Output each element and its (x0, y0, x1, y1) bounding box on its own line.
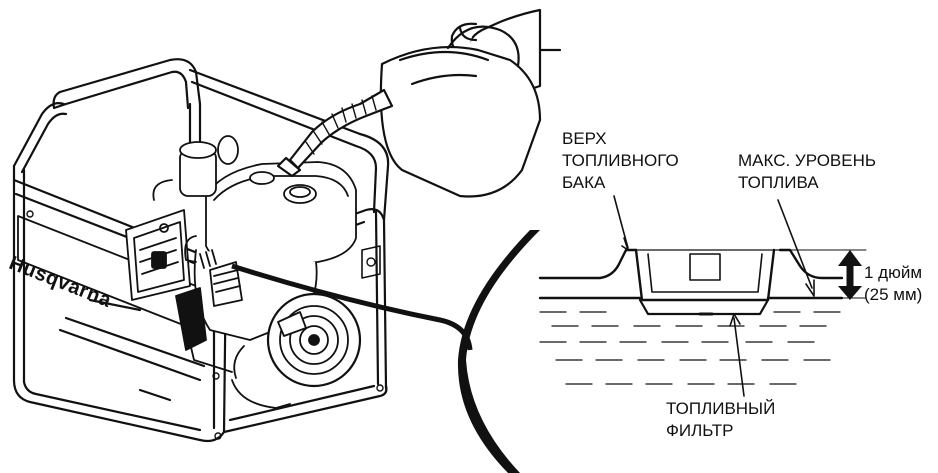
fuel-filter (638, 298, 770, 316)
label-tank-top-line-1: ВЕРХ (562, 129, 607, 148)
measure-arrow (838, 250, 862, 300)
label-measure-line-2: (25 мм) (864, 285, 923, 304)
label-measure: 1 дюйм (25 мм) (864, 262, 922, 306)
detail-lens-edge (457, 230, 540, 473)
fuel-spout (288, 88, 394, 170)
label-tank-top-line-2: ТОПЛИВНОГО (562, 151, 679, 170)
frame-bottom-rail (12, 378, 226, 443)
label-filter-line-1: ТОПЛИВНЫЙ (666, 399, 776, 418)
label-max-level-line-2: ТОПЛИВА (738, 173, 819, 192)
engine (125, 135, 362, 409)
frame-front-post (12, 102, 66, 168)
fuel-liquid (539, 311, 841, 385)
label-tank-top: ВЕРХ ТОПЛИВНОГО БАКА (562, 128, 679, 194)
tank-section (538, 195, 867, 397)
label-filter: ТОПЛИВНЫЙ ФИЛЬТР (666, 398, 775, 442)
leader-max-level (777, 199, 813, 289)
frame-top-tube (58, 58, 202, 106)
label-max-level-line-1: МАКС. УРОВЕНЬ (738, 151, 877, 170)
fuel-can (276, 8, 562, 198)
label-measure-line-1: 1 дюйм (864, 263, 923, 282)
label-tank-top-line-3: БАКА (562, 173, 606, 192)
tank-top-surface (538, 248, 638, 280)
leader-tank-top (613, 195, 629, 249)
label-max-level: МАКС. УРОВЕНЬ ТОПЛИВА (738, 150, 876, 194)
detail-connector (231, 230, 540, 473)
leader-filter (733, 317, 745, 397)
filler-screen (647, 253, 763, 293)
label-filter-line-2: ФИЛЬТР (666, 421, 734, 440)
